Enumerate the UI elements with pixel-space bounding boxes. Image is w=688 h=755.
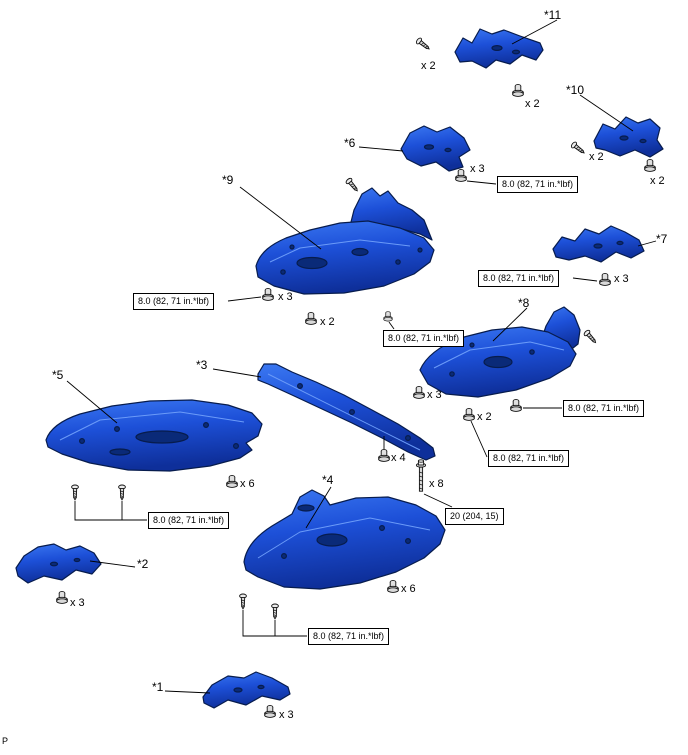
- leader-line: [305, 486, 332, 529]
- screw-icon: [71, 484, 79, 501]
- leader-line: [470, 420, 488, 458]
- qty-label: x 3: [614, 273, 629, 285]
- bolt-icon: [264, 705, 276, 718]
- leader-line: [466, 180, 497, 185]
- bolt-icon: [305, 312, 317, 325]
- part-7-shape: [552, 225, 645, 263]
- callout-label-10: *10: [566, 83, 585, 97]
- screw-icon: [118, 484, 126, 501]
- qty-label: x 3: [279, 709, 294, 721]
- bolt-icon: [378, 449, 390, 462]
- bolt-icon: [387, 580, 399, 593]
- bolt-icon: [510, 399, 522, 412]
- leader-line: [212, 368, 262, 378]
- leader-line: [66, 380, 118, 424]
- bolt-icon: [413, 386, 425, 399]
- leader-line: [74, 501, 147, 521]
- callout-label-8: *8: [518, 296, 530, 310]
- callout-label-1: *1: [152, 680, 164, 694]
- callout-label-5: *5: [52, 368, 64, 382]
- part-9-shape: [255, 187, 435, 295]
- screw-icon: [569, 140, 587, 157]
- qty-label: x 3: [427, 389, 442, 401]
- part-1-shape: [202, 671, 291, 709]
- torque-spec-box: 8.0 (82, 71 in.*lbf): [383, 330, 465, 347]
- leader-line: [579, 94, 634, 132]
- screw-icon: [414, 36, 432, 53]
- qty-label: x 3: [470, 163, 485, 175]
- callout-label-7: *7: [656, 232, 668, 246]
- leader-line: [239, 186, 322, 250]
- leader-line: [572, 277, 598, 282]
- qty-label: x 2: [320, 316, 335, 328]
- leader-line: [511, 19, 558, 45]
- torque-spec-box: 20 (204, 15): [445, 508, 504, 525]
- part-8-shape: [419, 306, 581, 398]
- part-4-shape: [243, 489, 446, 590]
- leader-line: [164, 690, 211, 694]
- leader-line: [227, 296, 262, 302]
- qty-label: x 4: [391, 452, 406, 464]
- qty-label: x 3: [70, 597, 85, 609]
- screw-icon: [582, 328, 599, 346]
- callout-label-4: *4: [322, 473, 334, 487]
- bolt-icon: [455, 169, 467, 182]
- screw-icon: [239, 593, 247, 610]
- torque-spec-box: 8.0 (82, 71 in.*lbf): [148, 512, 230, 529]
- qty-label: x 6: [401, 583, 416, 595]
- callout-label-9: *9: [222, 173, 234, 187]
- qty-label: x 3: [278, 291, 293, 303]
- bolt-icon: [262, 288, 274, 301]
- callout-label-6: *6: [344, 136, 356, 150]
- leader-line: [492, 307, 528, 342]
- part-2-shape: [15, 543, 102, 584]
- callout-label-11: *11: [544, 8, 562, 22]
- qty-label: x 8: [429, 478, 444, 490]
- bolt-icon: [599, 273, 611, 286]
- torque-spec-box: 8.0 (82, 71 in.*lbf): [488, 450, 570, 467]
- bolt-icon: [512, 84, 524, 97]
- qty-label: x 6: [240, 478, 255, 490]
- bolt-icon: [383, 311, 393, 322]
- leader-line: [358, 146, 404, 152]
- torque-spec-box: 8.0 (82, 71 in.*lbf): [478, 270, 560, 287]
- callout-label-3: *3: [196, 358, 208, 372]
- qty-label: x 2: [477, 411, 492, 423]
- part-6-shape: [400, 125, 471, 172]
- part-10-shape: [593, 116, 664, 158]
- part-5-shape: [45, 399, 263, 472]
- corner-label: P: [2, 736, 9, 746]
- leader-line: [423, 493, 453, 508]
- qty-label: x 2: [589, 151, 604, 163]
- leader-line: [242, 610, 307, 637]
- screw-icon: [344, 176, 361, 194]
- part-3-shape: [257, 363, 436, 461]
- screw-icon: [271, 603, 279, 620]
- fasteners: [56, 36, 656, 718]
- leader-line: [89, 560, 136, 568]
- leader-lines: [66, 19, 657, 694]
- qty-label: x 2: [650, 175, 665, 187]
- torque-spec-box: 8.0 (82, 71 in.*lbf): [563, 400, 645, 417]
- bolt-icon: [56, 591, 68, 604]
- qty-label: x 2: [525, 98, 540, 110]
- torque-spec-box: 8.0 (82, 71 in.*lbf): [308, 628, 390, 645]
- leader-line: [637, 240, 657, 247]
- bolt-icon: [644, 159, 656, 172]
- callout-label-2: *2: [137, 557, 149, 571]
- leader-line: [388, 321, 395, 330]
- bolt-icon: [226, 475, 238, 488]
- long-bolt-icon: [415, 459, 427, 492]
- torque-spec-box: 8.0 (82, 71 in.*lbf): [497, 176, 579, 193]
- torque-spec-box: 8.0 (82, 71 in.*lbf): [133, 293, 215, 310]
- bolt-icon: [463, 408, 475, 421]
- qty-label: x 2: [421, 60, 436, 72]
